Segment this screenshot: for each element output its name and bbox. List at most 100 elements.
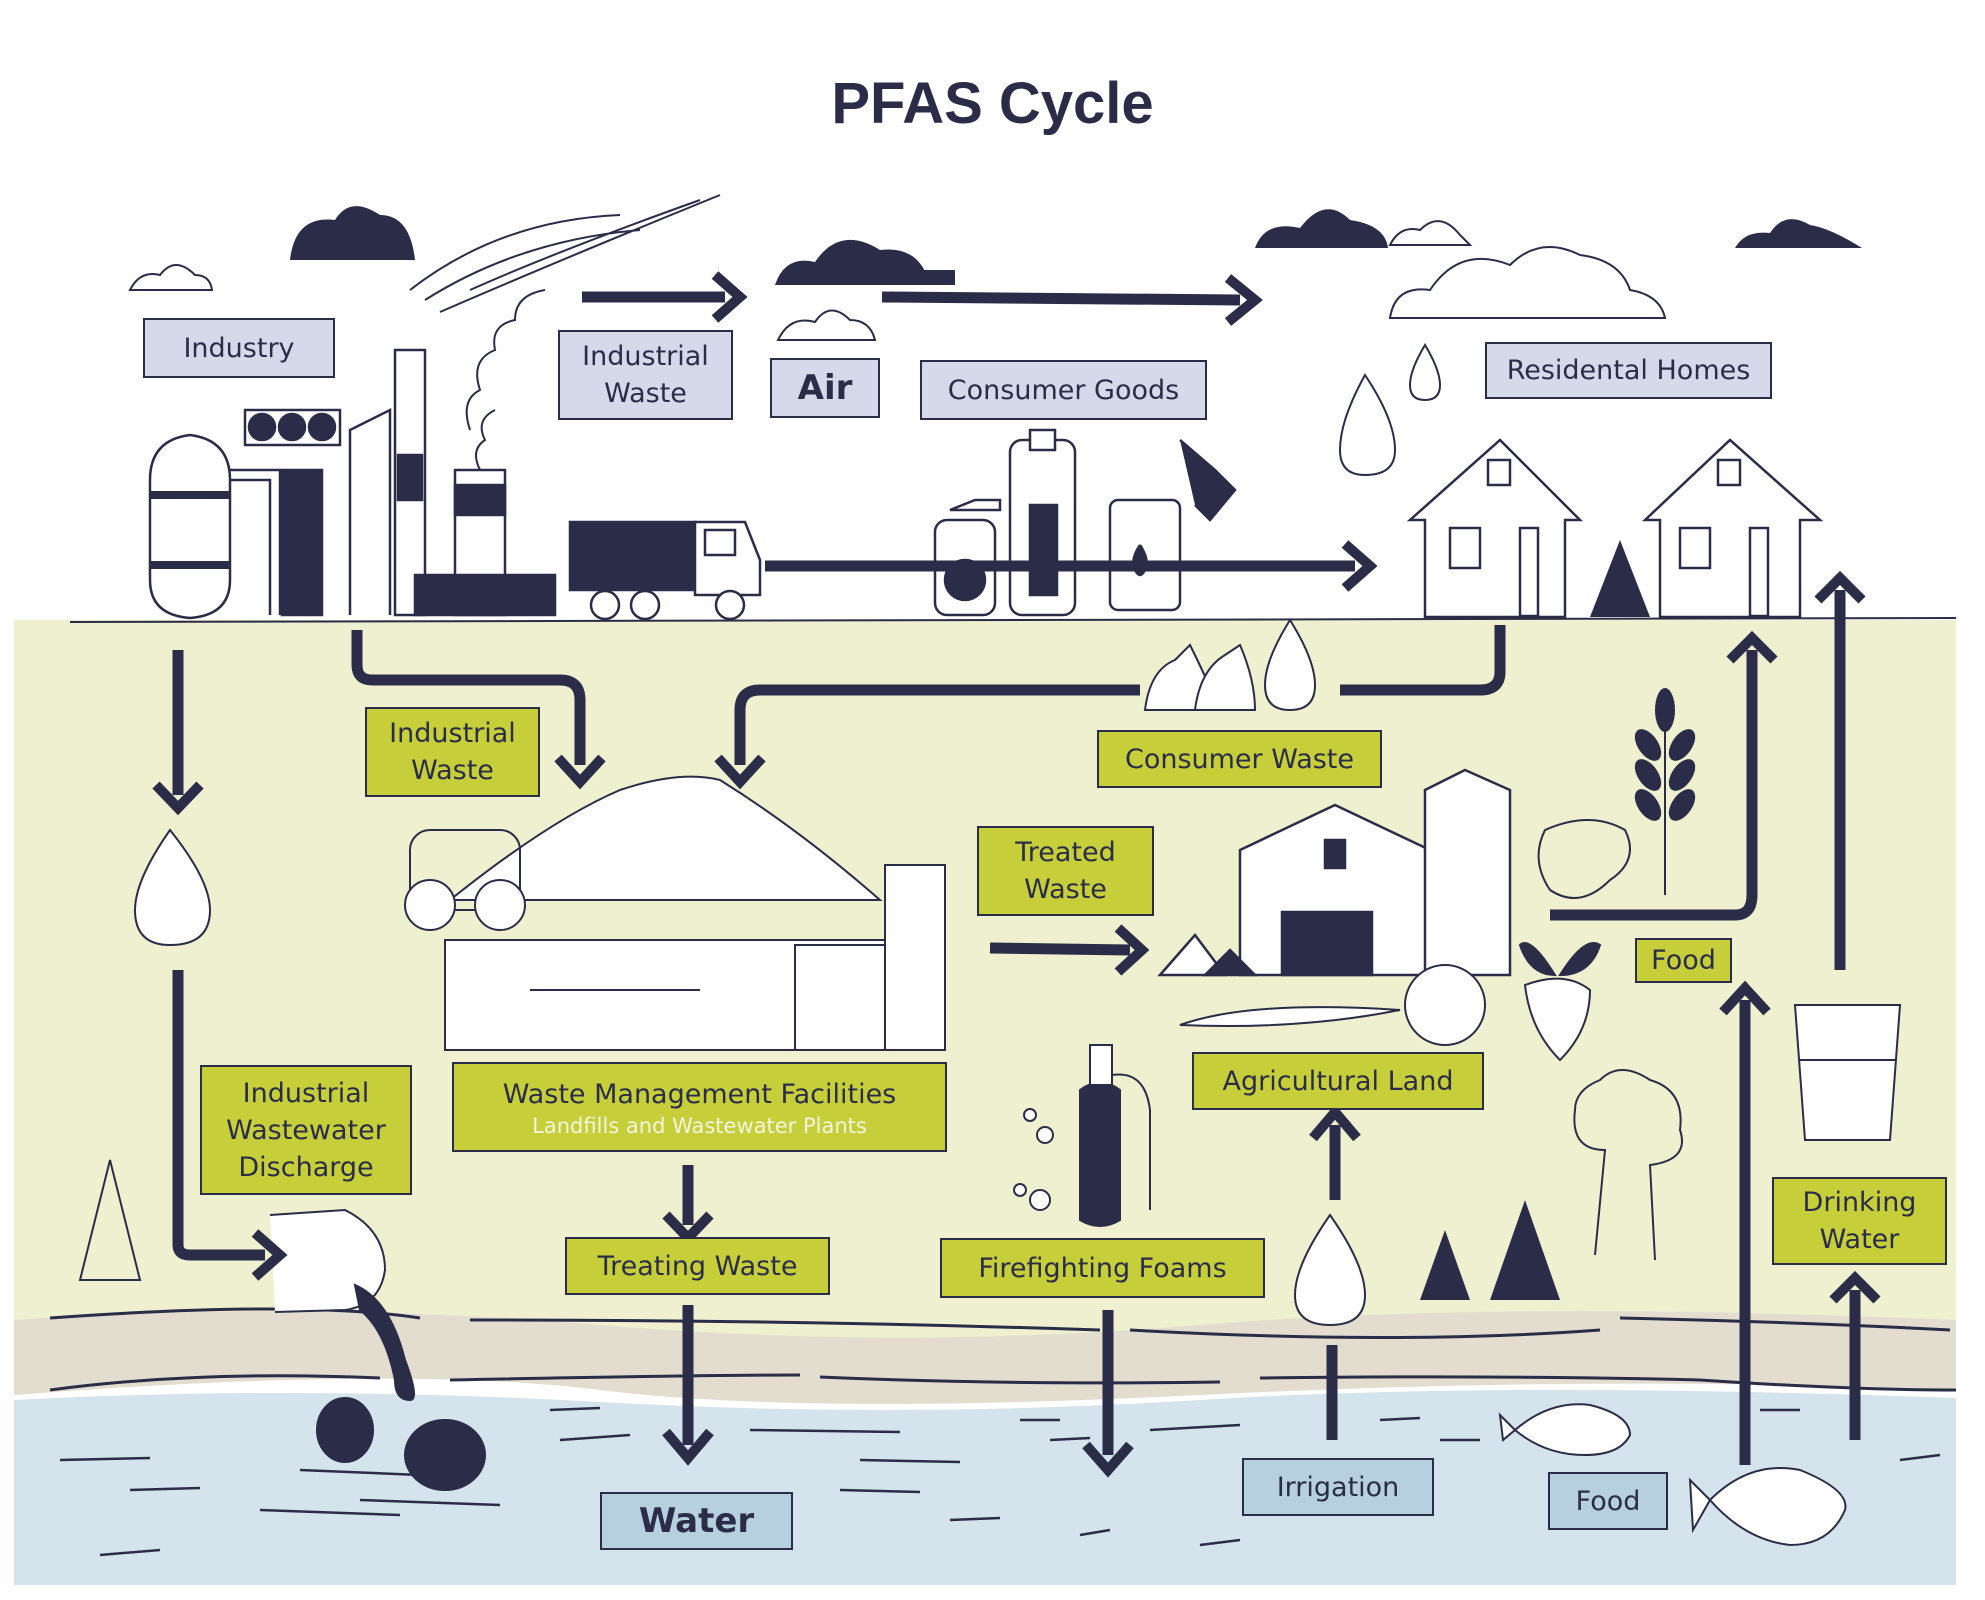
label-industrial-waste-ground: Industrial Waste [365,707,540,797]
label-industrial-wastewater-discharge: Industrial Wastewater Discharge [200,1065,412,1195]
label-text: Irrigation [1276,1471,1400,1503]
label-treated-waste: Treated Waste [977,826,1154,916]
cloud-icon [1255,209,1388,248]
house-icon [1641,438,1824,619]
label-text: Drinking [1802,1187,1917,1218]
consumer-goods-icon [933,428,1237,617]
label-consumer-goods: Consumer Goods [920,360,1207,420]
arrow-industry-to-landfill [351,630,586,765]
label-text: Consumer Goods [947,374,1180,406]
label-text: Waste [1024,874,1107,905]
arrowhead [1114,924,1150,976]
diagram-title: PFAS Cycle [831,71,1154,136]
label-text: Discharge [238,1151,374,1183]
label-industrial-waste-air: Industrial Waste [558,330,733,420]
fire-extinguisher-icon [1013,1044,1151,1227]
arrowhead [251,1229,288,1281]
label-text: Waste Management Facilities [502,1078,897,1110]
label-irrigation: Irrigation [1242,1458,1434,1516]
arrowhead [554,754,606,790]
flow-arrows [152,271,1881,1478]
arrowhead [1814,570,1866,604]
sand-bottom-wave [49,1373,1957,1392]
label-text: Industrial [582,341,709,372]
label-air: Air [770,358,880,418]
label-text: Industry [183,332,295,364]
label-drinking-water: Drinking Water [1772,1177,1947,1265]
arrowhead [1309,1104,1361,1142]
arrow-treated-to-farm [989,942,1131,956]
label-text: Industrial [389,718,516,749]
cloud-icon [1735,219,1862,248]
arrowhead [662,1428,714,1466]
label-text: Wastewater [226,1114,386,1146]
arrowhead [1829,1270,1881,1304]
smoke-swirls [409,194,721,313]
cloud-icon [775,239,955,285]
label-text: Food [1575,1485,1641,1517]
sand-zone [14,1311,1956,1404]
fish-icon [1498,1403,1847,1547]
arrowhead [1726,630,1778,664]
arrowhead [1224,274,1263,326]
arrow-homes-to-landfill [734,625,1506,765]
arrowhead [1719,980,1771,1016]
cloud-icon [1388,220,1667,319]
arrow-air-to-homes [881,291,1241,306]
water-zone [14,1389,1956,1585]
tree-outline-icon [78,1069,1683,1281]
label-subtext: Landfills and Wastewater Plants [532,1113,867,1138]
label-text: Firefighting Foams [978,1252,1227,1284]
cloud-icon [128,264,214,291]
discharge-pipe-icon [269,1208,486,1491]
vegetables-icon [1179,942,1602,1062]
trash-bags-icon [1143,643,1257,711]
label-text: Food [1651,945,1716,976]
arrowhead [714,754,766,790]
label-consumer-waste: Consumer Waste [1097,730,1382,788]
ground-line [69,617,1957,623]
landfill-icon [404,775,946,1051]
meat-icon [1537,819,1631,899]
label-text: Water [638,1500,755,1541]
factory-icon [148,348,557,620]
pfas-droplet-icon [133,343,1442,1327]
label-text: Industrial [242,1077,370,1109]
cloud-icon [776,309,877,341]
label-food-ground: Food [1635,938,1732,983]
water-waves [59,1406,1941,1557]
label-water: Water [600,1492,793,1550]
truck-icon [568,520,762,621]
sand-top-wave [49,1307,1951,1339]
label-text: Water [1819,1224,1900,1255]
label-waste-management: Waste Management Facilities Landfills an… [452,1062,947,1152]
cloud-icon [290,206,415,260]
glass-icon [1793,1004,1902,1141]
arrowhead [1082,1441,1134,1478]
label-text: Residental Homes [1506,355,1751,386]
label-treating-waste: Treating Waste [565,1237,830,1295]
label-agricultural-land: Agricultural Land [1192,1052,1484,1110]
label-text: Treated [1015,837,1116,868]
label-industry: Industry [143,318,335,378]
label-text: Consumer Waste [1124,743,1355,775]
label-firefighting-foams: Firefighting Foams [940,1238,1265,1298]
barn-icon [1157,768,1512,977]
label-text: Waste [604,378,687,409]
label-residential-homes: Residental Homes [1485,342,1772,399]
label-text: Waste [411,755,494,786]
arrow-industry-to-discharge [172,970,265,1261]
smoke-cloud [465,289,546,471]
arrowhead [152,781,204,816]
arrowhead [711,271,748,323]
label-text: Agricultural Land [1222,1065,1454,1097]
label-text: Treating Waste [597,1250,798,1282]
house-icon [1406,438,1584,619]
arrow-food-to-homes [1550,650,1758,921]
wheat-icon [1634,688,1696,895]
tree-icon [1590,540,1650,617]
arrowhead [1341,540,1378,592]
label-text: Air [797,367,853,408]
label-food-water: Food [1548,1472,1668,1530]
